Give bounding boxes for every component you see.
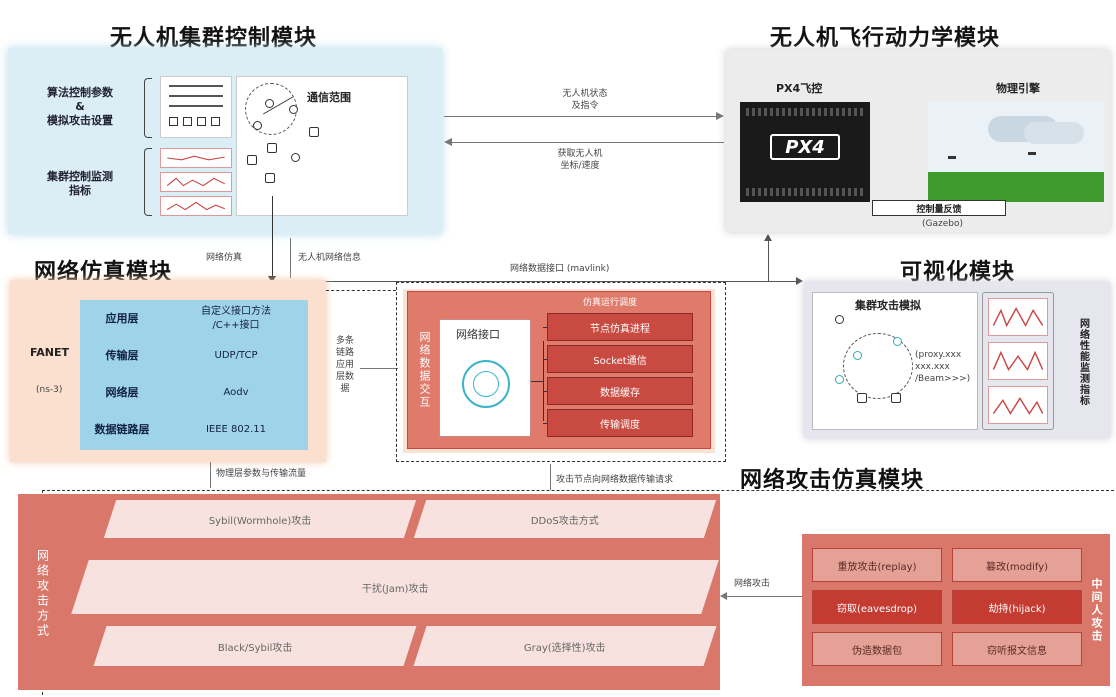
fanet-label: FANET <box>30 346 69 359</box>
param-panel[interactable] <box>160 76 232 138</box>
channel-cell: Socket通信 <box>547 345 693 373</box>
net-sim-info-label: 网络仿真 <box>206 253 243 263</box>
network-module-panel: FANET (ns-3) 应用层 自定义接口方法 /C++接口传输层 UDP/TCP… <box>10 280 326 462</box>
mitm-cell: 劫持(hijack) <box>952 590 1082 624</box>
mitm-cell: 重放攻击(replay) <box>812 548 942 582</box>
metric-chart-1 <box>988 298 1048 336</box>
attack-link <box>722 596 802 597</box>
physics-label: 物理引擎 <box>996 82 1040 95</box>
protocol-layer-row: 网络层 Aodv <box>80 374 308 411</box>
layer-value: 自定义接口方法 /C++接口 <box>201 305 271 331</box>
right-bottom-note: 攻击节点向网络数据传输请求 <box>556 475 674 485</box>
uav-to-dynamics-label: 无人机状态 及指令 <box>562 89 608 111</box>
mitm-label: 中间人攻击 <box>1090 577 1103 643</box>
channel-cell: 传输调度 <box>547 409 693 437</box>
metric-chart-2 <box>988 342 1048 380</box>
attack-method-label: 干扰(Jam)攻击 <box>361 583 429 595</box>
attack-method-item: Black/Sybil攻击 <box>93 626 417 666</box>
comm-range-label: 通信范围 <box>307 91 351 104</box>
left-bottom-note: 物理层参数与传输流量 <box>216 469 307 479</box>
uav-to-dynamics-arrow <box>444 116 722 117</box>
uav-net-info-link <box>290 238 291 278</box>
swarm-module-title: 无人机集群控制模块 <box>110 26 318 51</box>
layer-name: 网络层 <box>105 385 139 399</box>
attack-sim-panel[interactable]: 集群攻击模拟 (proxy.xxx xxx.xxx /Beam>>>) <box>812 292 978 430</box>
layer-name: 传输层 <box>105 348 139 362</box>
layer-value: UDP/TCP <box>214 349 258 361</box>
px4-label: PX4飞控 <box>776 82 823 95</box>
channel-cell: 节点仿真进程 <box>547 313 693 341</box>
layer-name: 数据链路层 <box>94 422 150 436</box>
layer-value: Aodv <box>223 386 249 398</box>
attack-method-label: Black/Sybil攻击 <box>217 642 293 654</box>
sync-label: 控制量反馈 <box>872 200 1006 216</box>
layer-value: IEEE 802.11 <box>205 423 267 435</box>
monitor-chart-1 <box>160 148 232 168</box>
monitor-label: 集群控制监测 指标 <box>47 170 113 197</box>
px4-board-image: PX4 <box>740 102 870 202</box>
metrics-bracket <box>982 292 1054 430</box>
monitor-chart-2 <box>160 172 232 192</box>
swarm-network-link <box>272 196 273 280</box>
attack-method-item: 干扰(Jam)攻击 <box>71 560 719 614</box>
layer-name: 应用层 <box>105 311 139 325</box>
mitm-cell: 篡改(modify) <box>952 548 1082 582</box>
channel-dashed-box: 网络数据交互 网络接口 仿真运行调度 节点仿真进程 Socket通信数据缓存传输调… <box>396 282 726 462</box>
dynamics-to-uav-label: 获取无人机 坐标/速度 <box>557 149 603 171</box>
socket-icon <box>462 360 510 408</box>
protocol-layer-row: 传输层 UDP/TCP <box>80 337 308 374</box>
mitm-cell: 窃听报文信息 <box>952 632 1082 666</box>
monitor-bracket <box>144 148 152 216</box>
px4-logo: PX4 <box>770 134 840 160</box>
node-notes: (proxy.xxx xxx.xxx /Beam>>>) <box>915 350 971 384</box>
protocol-layer-row: 应用层 自定义接口方法 /C++接口 <box>80 300 308 337</box>
attack-sim-label: 集群攻击模拟 <box>855 299 921 312</box>
attack-method-item: DDoS攻击方式 <box>413 500 717 538</box>
param-label: 算法控制参数 & 模拟攻击设置 <box>47 86 113 127</box>
channel-cells: 节点仿真进程 Socket通信数据缓存传输调度 <box>543 313 697 445</box>
mitm-cell: 伪造数据包 <box>812 632 942 666</box>
sync-sub: (Gazebo) <box>922 219 963 229</box>
network-channel-link <box>360 368 398 369</box>
attack-link-label: 网络攻击 <box>734 579 771 589</box>
uav-net-info-label: 无人机网络信息 <box>298 253 362 263</box>
physics-scene-image <box>928 102 1104 202</box>
right-mid-label: 多条 链路 应用 层数 据 <box>335 336 354 394</box>
monitor-chart-3 <box>160 196 232 216</box>
visual-module-title: 可视化模块 <box>900 260 1016 285</box>
dynamics-module-panel: PX4飞控 物理引擎 PX4 控制量反馈 (Gazebo) <box>726 50 1110 232</box>
attack-method-label: Gray(选择性)攻击 <box>524 642 606 654</box>
mitm-cell: 窃取(eavesdrop) <box>812 590 942 624</box>
metric-chart-3 <box>988 386 1048 424</box>
dynamics-mavlink-link <box>768 236 769 282</box>
channel-cell: 数据缓存 <box>547 377 693 405</box>
topology-panel[interactable]: 通信范围 <box>236 76 408 216</box>
visual-module-panel: 集群攻击模拟 (proxy.xxx xxx.xxx /Beam>>>) 网络性能… <box>804 282 1110 438</box>
attack-side-label: 网络攻击方式 <box>35 549 50 639</box>
mavlink-line <box>318 281 788 282</box>
mavlink-label: 网络数据接口 (mavlink) <box>510 264 610 274</box>
channel-center-panel: 网络接口 <box>439 319 531 437</box>
channel-side-label: 网络数据交互 <box>418 331 431 409</box>
channel-header: 仿真运行调度 <box>583 298 638 308</box>
swarm-module-panel: 算法控制参数 & 模拟攻击设置 集群控制监测 指标 通信范围 <box>8 48 442 234</box>
dynamics-to-uav-arrow <box>452 142 724 143</box>
attack-method-item: Sybil(Wormhole)攻击 <box>103 500 417 538</box>
protocol-layers: 应用层 自定义接口方法 /C++接口传输层 UDP/TCP 网络层 Aodv 数据链路层 I… <box>80 300 308 450</box>
attack-method-label: DDoS攻击方式 <box>531 515 599 527</box>
channel-center-label: 网络接口 <box>456 328 500 341</box>
param-bracket <box>144 78 152 138</box>
metrics-label: 网络性能监测指标 <box>1077 318 1089 406</box>
mitm-panel: 重放攻击(replay) 篡改(modify) 窃取(eavesdrop) 劫持(hi… <box>802 534 1110 686</box>
protocol-stack <box>80 300 308 450</box>
attack-module-title: 网络攻击仿真模块 <box>740 468 925 493</box>
dynamics-module-title: 无人机飞行动力学模块 <box>770 26 1001 51</box>
attack-method-label: Sybil(Wormhole)攻击 <box>208 515 312 527</box>
attack-method-item: Gray(选择性)攻击 <box>413 626 717 666</box>
fanet-sub: (ns-3) <box>36 385 63 395</box>
protocol-layer-row: 数据链路层 IEEE 802.11 <box>80 411 308 448</box>
